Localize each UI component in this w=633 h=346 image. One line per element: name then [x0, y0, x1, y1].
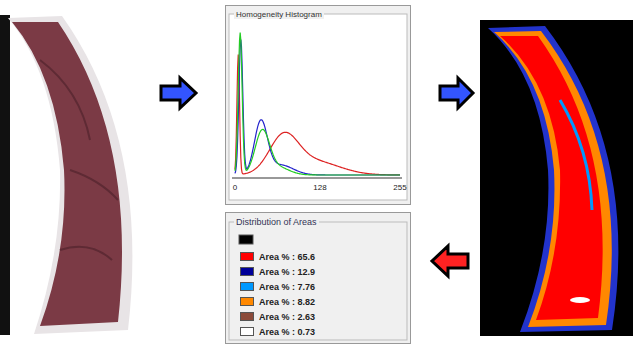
- legend-panel: [225, 212, 411, 344]
- legend-swatch: [240, 297, 254, 306]
- legend-text: Area % : 8.82: [259, 297, 315, 307]
- legend-text: Area % : 7.76: [259, 282, 315, 292]
- photo-edge: [0, 15, 10, 335]
- meat-texture: [40, 60, 118, 260]
- legend-text: Area % : 2.63: [259, 312, 315, 322]
- legend-panel: Distribution of AreasArea % : 65.6Area %…: [225, 212, 411, 344]
- black-swatch: [239, 235, 253, 244]
- histogram-curve: [235, 33, 400, 175]
- histogram-curve: [235, 55, 400, 175]
- legend-row: Area % : 0.73: [240, 326, 315, 337]
- legend-text: Area % : 0.73: [259, 327, 315, 337]
- fat-rim: [8, 16, 132, 334]
- axis-label: 255: [393, 183, 406, 192]
- legend-swatch: [240, 282, 254, 291]
- legend-row: Area % : 65.6: [240, 251, 315, 262]
- panel-title: Distribution of Areas: [234, 217, 319, 227]
- axis-label: 0: [233, 183, 237, 192]
- legend-groupbox: [229, 222, 407, 340]
- histogram-curves: [235, 33, 400, 175]
- right-arrow: [161, 78, 196, 108]
- legend-swatch: [240, 267, 254, 276]
- histogram-curve: [235, 39, 400, 175]
- segmented-blue: [560, 100, 592, 210]
- segmented-rim: [488, 26, 618, 332]
- meat-photo: [12, 22, 122, 326]
- segmented-orange: [494, 31, 612, 327]
- histogram-panel: Homogeneity Histogram: [225, 5, 411, 205]
- segmented-background: [480, 20, 633, 336]
- right-arrow: [440, 78, 473, 108]
- legend-row: Area % : 8.82: [240, 296, 315, 307]
- legend-swatch: [240, 312, 254, 321]
- left-arrow: [432, 246, 468, 276]
- histogram-panel: [225, 5, 411, 205]
- legend-text: Area % : 65.6: [259, 252, 315, 262]
- legend-row: Area % : 7.76: [240, 281, 315, 292]
- panel-title: Homogeneity Histogram: [234, 10, 324, 19]
- segmented-white: [570, 297, 590, 303]
- axis-label: 128: [313, 183, 326, 192]
- legend-row: Area % : 2.63: [240, 311, 315, 322]
- axis-line: [232, 178, 402, 179]
- legend-text: Area % : 12.9: [259, 267, 315, 277]
- legend-row: Area % : 12.9: [240, 266, 315, 277]
- legend-swatch: [240, 252, 254, 261]
- legend-swatch: [240, 327, 254, 336]
- segmented-red: [500, 36, 603, 320]
- histogram-plot-area: [229, 14, 407, 200]
